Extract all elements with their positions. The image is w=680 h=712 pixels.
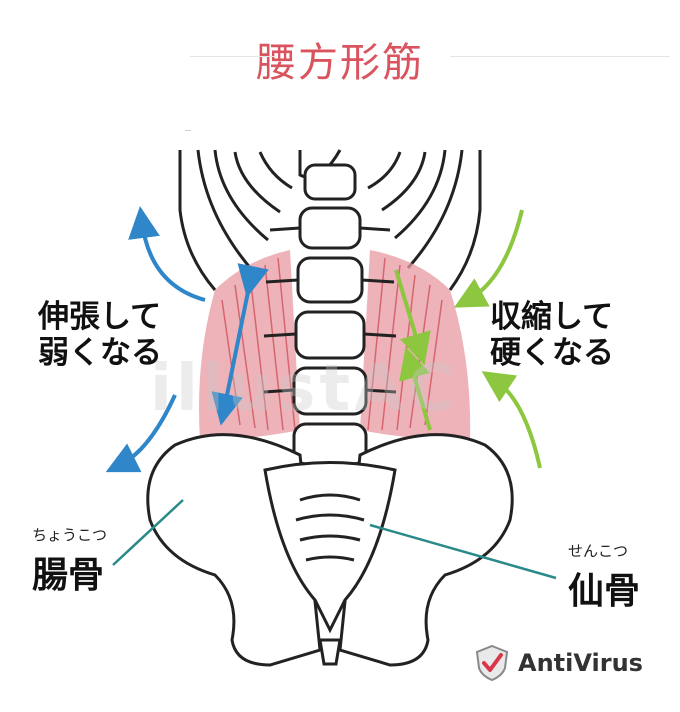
watermark: illustAC — [150, 352, 459, 426]
title-rule-right — [450, 56, 670, 57]
sacrum-furigana: せんこつ — [568, 542, 629, 560]
ilium-furigana: ちょうこつ — [32, 526, 108, 544]
contract-label-line1: 収縮して — [490, 299, 614, 335]
ribcage — [178, 149, 482, 291]
contract-label-line2: 硬くなる — [490, 334, 614, 371]
pelvis — [146, 433, 514, 667]
stretch-label-line1: 伸張して — [38, 299, 162, 335]
antivirus-badge: AntiVirus — [474, 644, 643, 682]
ilium-label: 腸骨 — [32, 555, 105, 596]
stretch-label-line2: 弱くなる — [38, 334, 162, 371]
shield-check-icon — [475, 644, 509, 682]
lumbar-spine — [263, 163, 397, 466]
ilium-pointer — [112, 499, 184, 566]
contract-label: 収縮して 硬くなる — [490, 299, 614, 372]
antivirus-badge-text: AntiVirus — [518, 649, 643, 677]
contract-arrows — [394, 209, 542, 469]
frame-mark — [185, 130, 191, 131]
sacrum-label: 仙骨 — [568, 571, 641, 612]
page-title: 腰方形筋 — [256, 40, 424, 86]
stretch-arrows — [105, 206, 269, 473]
sacrum-pointer — [369, 523, 557, 580]
stretch-label: 伸張して 弱くなる — [38, 299, 162, 372]
title-rule-left — [190, 56, 276, 57]
